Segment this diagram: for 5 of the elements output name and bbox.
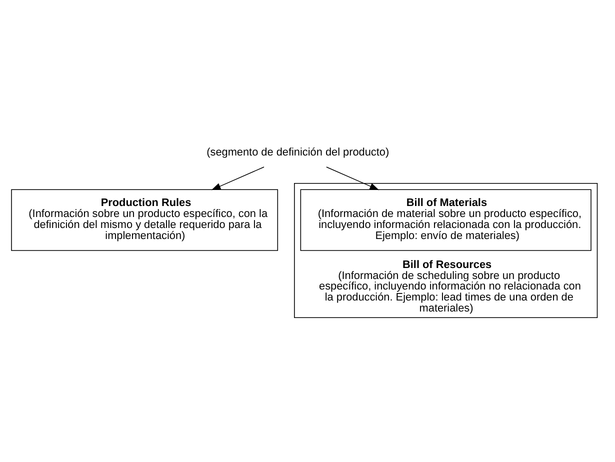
arrow xyxy=(211,166,264,190)
arrow xyxy=(326,166,380,190)
node-text: (segmento de definición del producto) xyxy=(206,146,390,158)
node-box: Bill of Materials (Información de material sobre un producto específico, incluyendo información relacionada con la producción. Ejemplo: envío de materiales) xyxy=(300,189,592,251)
node-box: Production Rules (Información sobre un producto específico, con la definición del mismo y detalle requerido para la implementación) xyxy=(11,189,278,251)
